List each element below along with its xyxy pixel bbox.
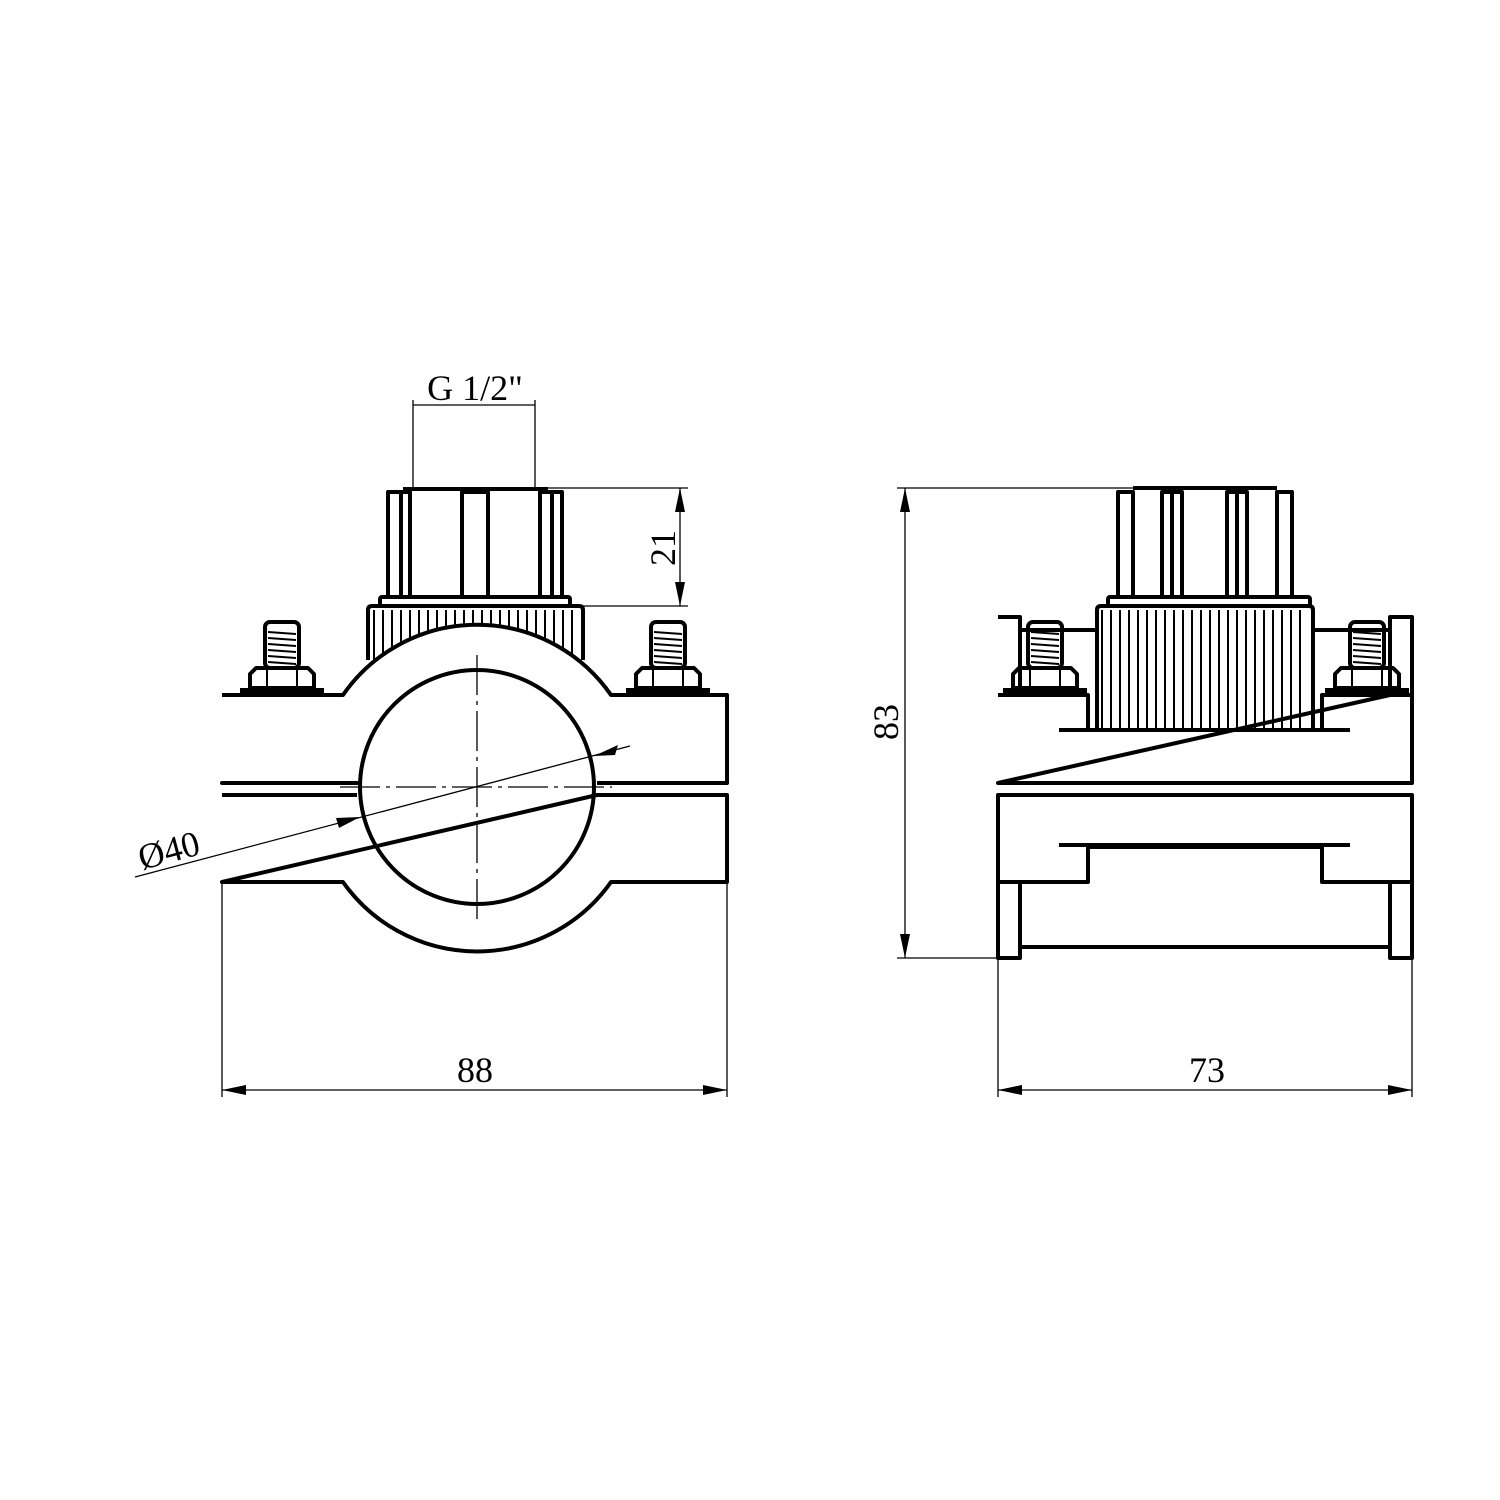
lower-saddle [220,793,729,954]
side-width-label: 73 [1189,1050,1225,1090]
upper-saddle [220,622,729,785]
front-width-label: 88 [457,1050,493,1090]
bolt-left [238,620,326,697]
cap-height-label: 21 [643,530,683,566]
side-bolt-right [1323,620,1411,697]
total-height-label: 83 [866,704,906,740]
side-view: 83 73 [866,486,1414,1097]
thread-size-label: G 1/2" [427,368,523,408]
side-bolt-left [1001,620,1089,697]
diameter-label: Ø40 [134,823,204,878]
front-view: G 1/2" 21 Ø40 88 [134,368,729,1097]
bolt-right [624,620,712,697]
threaded-cap [366,487,585,660]
